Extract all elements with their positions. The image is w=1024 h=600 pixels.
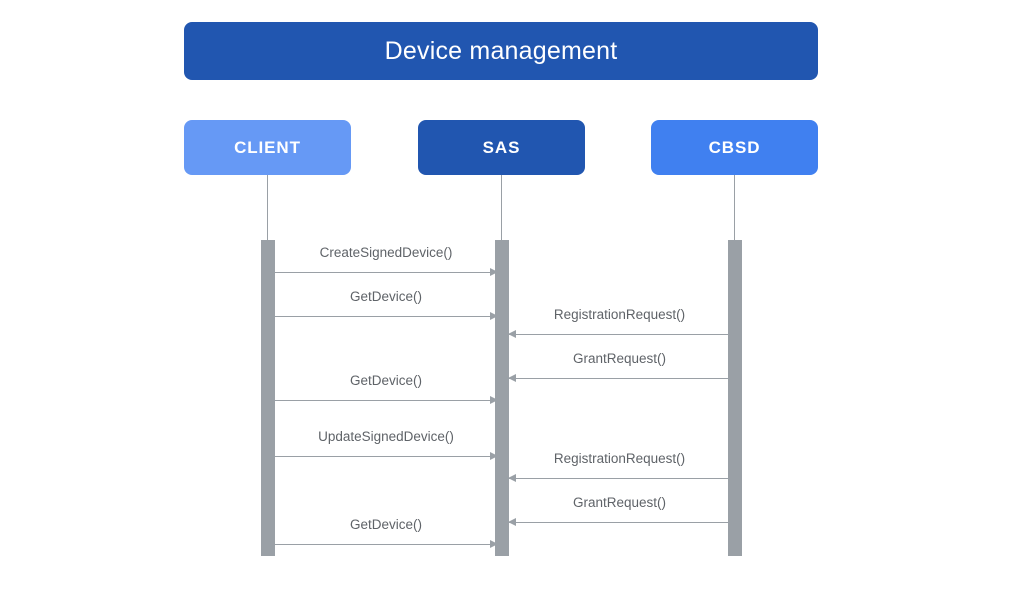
message-label: GrantRequest() xyxy=(572,495,667,510)
activation-bar-cbsd xyxy=(728,240,742,556)
diagram-title: Device management xyxy=(384,36,618,65)
message-line xyxy=(509,478,730,479)
message-label: CreateSignedDevice() xyxy=(319,245,453,260)
arrowhead-right-icon xyxy=(490,540,498,548)
message-line xyxy=(275,544,497,545)
message-line xyxy=(275,316,497,317)
message-label: GrantRequest() xyxy=(572,351,667,366)
participant-sas-label: SAS xyxy=(482,138,521,157)
activation-bar-sas xyxy=(495,240,509,556)
message-label: RegistrationRequest() xyxy=(553,307,686,322)
arrowhead-right-icon xyxy=(490,452,498,460)
participant-cbsd[interactable]: CBSD xyxy=(651,120,818,175)
arrowhead-right-icon xyxy=(490,396,498,404)
message-label: GetDevice() xyxy=(349,373,422,388)
participant-client[interactable]: CLIENT xyxy=(184,120,351,175)
participant-client-label: CLIENT xyxy=(234,138,301,157)
message-line xyxy=(509,334,730,335)
message-label: GetDevice() xyxy=(349,517,422,532)
message-label: RegistrationRequest() xyxy=(553,451,686,466)
message-line xyxy=(509,378,730,379)
message-line xyxy=(275,272,497,273)
participant-sas[interactable]: SAS xyxy=(418,120,585,175)
message-line xyxy=(275,400,497,401)
arrowhead-left-icon xyxy=(508,374,516,382)
diagram-title-bar: Device management xyxy=(184,22,818,80)
message-label: UpdateSignedDevice() xyxy=(318,429,454,444)
arrowhead-right-icon xyxy=(490,312,498,320)
arrowhead-left-icon xyxy=(508,330,516,338)
message-label: GetDevice() xyxy=(349,289,422,304)
arrowhead-left-icon xyxy=(508,474,516,482)
arrowhead-left-icon xyxy=(508,518,516,526)
arrowhead-right-icon xyxy=(490,268,498,276)
message-line xyxy=(509,522,730,523)
activation-bar-client xyxy=(261,240,275,556)
participant-cbsd-label: CBSD xyxy=(708,138,761,157)
message-line xyxy=(275,456,497,457)
